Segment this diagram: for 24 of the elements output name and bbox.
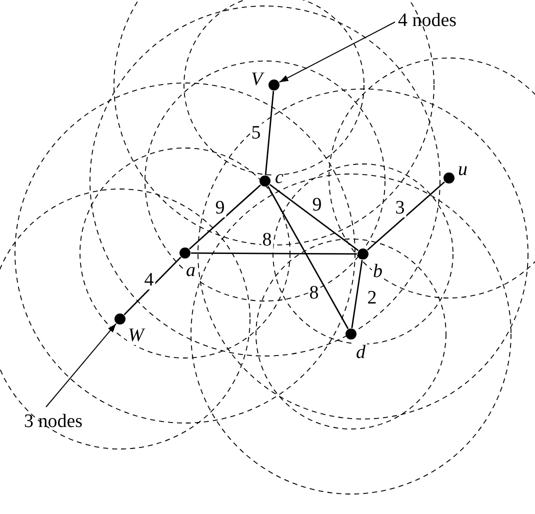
leader-arrow	[278, 22, 396, 83]
vertex-dot	[358, 248, 368, 260]
leader-arrow	[46, 323, 117, 408]
vertex-dot	[180, 248, 190, 258]
graph-edge	[367, 181, 445, 251]
vertex-dot	[444, 172, 454, 184]
graph-edge	[267, 186, 349, 330]
vertex-dot	[268, 80, 280, 90]
edge-weight: 4	[143, 270, 155, 290]
graph-edge	[124, 256, 182, 316]
edge-weight: 8	[261, 230, 273, 250]
callout-text: 4 nodes	[398, 11, 457, 30]
edge-weight: 9	[214, 198, 226, 218]
vertex-dot	[346, 328, 356, 340]
callout-text: 3 nodes	[24, 412, 83, 431]
graph-edge	[189, 184, 261, 250]
edge-weight: 3	[394, 198, 406, 218]
graph-edge	[191, 252, 357, 255]
graph-edge	[264, 90, 274, 176]
graph-edge	[351, 260, 363, 328]
vertex-label: W	[127, 326, 145, 345]
vertex-dot	[114, 314, 126, 324]
graph-edge	[269, 184, 359, 251]
vertex-dot	[260, 176, 270, 186]
